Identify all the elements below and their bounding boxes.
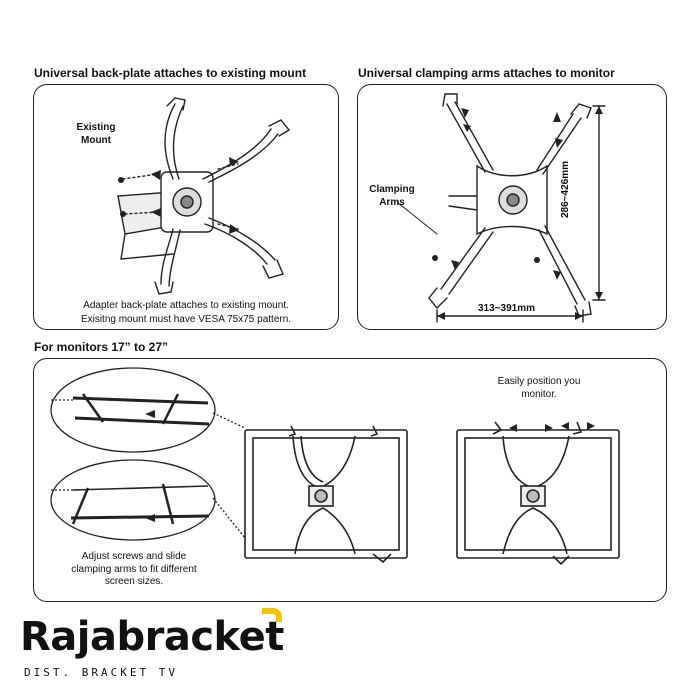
monitor-size-panel <box>33 358 667 602</box>
existing-mount-label: Existing Mount <box>76 122 116 146</box>
zoom-callouts <box>50 367 620 566</box>
clamping-arms-heading: Universal clamping arms attaches to moni… <box>358 66 615 80</box>
adjust-caption: Adjust screws and slide clamping arms to… <box>71 551 197 587</box>
monitor-size-heading: For monitors 17” to 27” <box>34 340 169 354</box>
clamping-arms-label: Clamping Arms <box>369 184 415 208</box>
brand-logo: Rajabracket <box>20 614 284 660</box>
back-plate-caption-line1: Adapter back-plate attaches to existing … <box>83 300 289 311</box>
width-range-label: 313~391mm <box>478 303 535 314</box>
back-plate-heading: Universal back-plate attaches to existin… <box>34 66 307 80</box>
logo-accent-shape <box>262 608 282 622</box>
back-plate-caption-line2: Exisitng mount must have VESA 75x75 patt… <box>80 314 292 325</box>
brand-tagline: DIST. BRACKET TV <box>24 666 178 679</box>
height-range-label: 286~426mm <box>560 161 571 218</box>
clamping-arms-illustration <box>396 93 606 323</box>
logo-accent-mark <box>262 608 282 622</box>
back-plate-illustration <box>117 97 291 295</box>
position-caption: Easily position you monitor. <box>497 376 581 400</box>
